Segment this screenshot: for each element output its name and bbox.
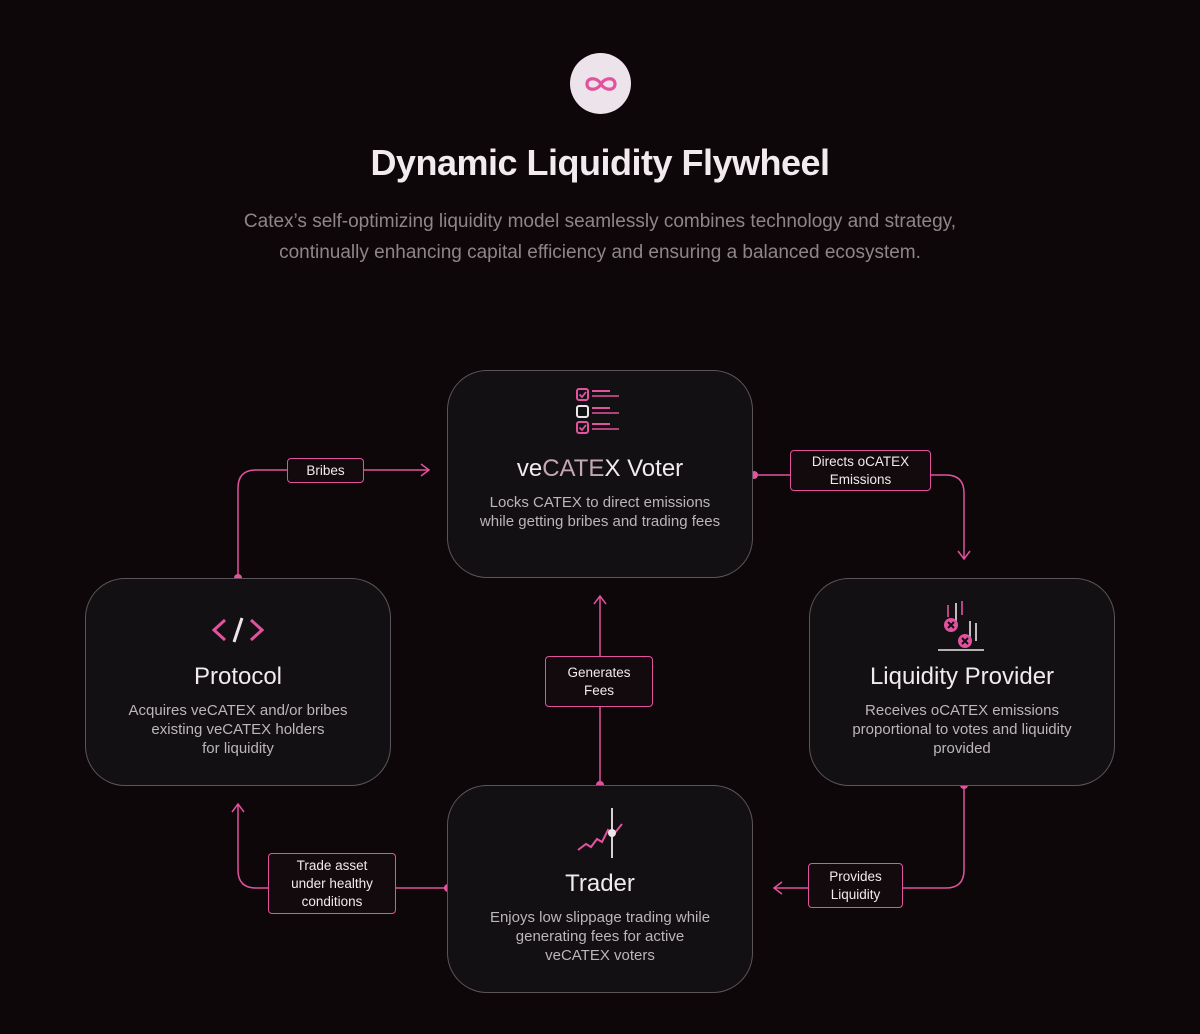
arrowhead-trade [231,802,245,813]
edge-label-bribes: Bribes [287,458,364,483]
checklist-icon [576,388,619,434]
connector-bribes [237,469,428,578]
price-chart-icon [577,808,623,858]
arrowhead-bribes [420,463,431,477]
connector-directs [754,474,965,558]
infinity-icon [584,76,617,91]
connector-trade [237,805,448,889]
connector-provides [775,785,965,889]
edge-label-trade: Trade asset under healthy conditions [268,853,396,914]
node-voter-title: veCATEX Voter [516,455,684,482]
node-voter-description: Locks CATEX to direct emissions while ge… [479,494,721,530]
edge-label-generates: Generates Fees [545,656,653,707]
edge-label-directs: Directs oCATEX Emissions [790,450,931,491]
node-trader-description: Enjoys low slippage trading while genera… [489,909,711,964]
node-trader: Trader Enjoys low slippage trading while… [447,785,753,993]
subtitle-line-2: continually enhancing capital efficiency… [279,242,921,263]
node-provider-description: Receives oCATEX emissions proportional t… [852,702,1072,757]
node-provider: Liquidity Provider Receives oCATEX emiss… [809,578,1115,786]
liquidity-drops-icon [938,601,984,651]
edge-label-provides: Provides Liquidity [808,863,903,908]
node-protocol-description: Acquires veCATEX and/or bribes existing … [128,702,348,757]
arrowhead-directs [957,550,971,561]
node-provider-title: Liquidity Provider [869,663,1055,690]
arrowhead-provides [772,881,783,895]
subtitle-line-1: Catex’s self-optimizing liquidity model … [243,211,957,232]
logo [570,53,631,114]
code-icon [212,617,264,643]
page-subtitle: Catex’s self-optimizing liquidity model … [200,206,1000,268]
node-trader-title: Trader [565,870,635,897]
page-title: Dynamic Liquidity Flywheel [370,142,830,183]
node-voter-title-highlight: CATE [542,455,605,482]
node-protocol: Protocol Acquires veCATEX and/or bribes … [85,578,391,786]
node-voter: veCATEX Voter Locks CATEX to direct emis… [447,370,753,578]
arrowhead-generates [593,594,607,605]
node-protocol-title: Protocol [193,663,283,690]
